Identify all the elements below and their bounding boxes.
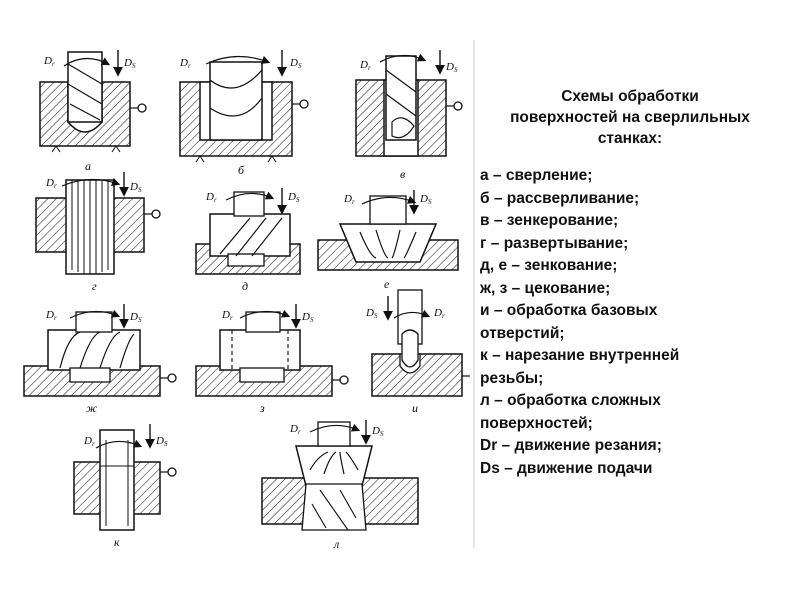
scheme-g-ds-label: DS (129, 181, 142, 194)
legend-item: в – зенкерование; (480, 212, 619, 229)
scheme-a-ds-label: DS (123, 57, 136, 70)
caption-d: д (242, 279, 248, 293)
scheme-k-ds-label: DS (155, 435, 168, 448)
scheme-i-base-holes (371, 289, 470, 397)
scheme-d-ds-label: DS (287, 191, 300, 204)
scheme-v-dr-label: Dr (359, 59, 371, 72)
legend-item: л – обработка сложных поверхностей; (480, 392, 661, 432)
scheme-e-dr-label: Dr (343, 193, 355, 206)
caption-b: б (238, 163, 245, 177)
scheme-k-threading (73, 424, 177, 531)
caption-v: в (400, 167, 405, 181)
scheme-l-dr-label: Dr (289, 423, 301, 436)
legend-item: к – нарезание внутренней резьбы; (480, 347, 680, 387)
caption-z: з (259, 401, 265, 415)
scheme-z-ds-label: DS (301, 311, 314, 324)
scheme-g-reaming (35, 172, 161, 275)
scheme-v-ds-label: DS (445, 61, 458, 74)
scheme-a-drilling (39, 50, 147, 153)
legend-item: Ds – движение подачи (480, 459, 653, 477)
caption-e: е (384, 277, 390, 291)
scheme-b-redrilling (179, 50, 309, 163)
caption-l: л (333, 537, 339, 551)
caption-a: а (85, 159, 91, 173)
scheme-zh-dr-label: Dr (45, 309, 57, 322)
legend-item: Dr – движение резания; (480, 437, 662, 454)
scheme-g-dr-label: Dr (45, 177, 57, 190)
legend-item: б – рассверливание; (480, 189, 640, 207)
caption-zh: ж (86, 401, 97, 415)
caption-g: г (92, 279, 97, 293)
scheme-d-dr-label: Dr (205, 191, 217, 204)
scheme-d-countersinking (195, 188, 301, 275)
scheme-zh-ds-label: DS (129, 311, 142, 324)
scheme-b-dr-label: Dr (179, 57, 191, 70)
scheme-v-core-drilling (355, 50, 463, 157)
scheme-zh-spot-facing (23, 304, 177, 397)
scheme-i-ds-label: DS (365, 307, 378, 320)
legend-panel: Схемы обработки поверхностей на сверлиль… (480, 86, 796, 480)
scheme-e-countersinking (317, 190, 459, 271)
legend-item: г – развертывание; (480, 234, 629, 252)
legend-list: а – сверление; б – рассверливание; в – зен… (480, 165, 796, 480)
scheme-b-ds-label: DS (289, 57, 302, 70)
legend-item: а – сверление; (480, 167, 593, 184)
scheme-e-ds-label: DS (419, 193, 432, 206)
legend-item: д, е – зенкование; (480, 257, 618, 274)
scheme-k-dr-label: Dr (83, 435, 95, 448)
scheme-z-dr-label: Dr (221, 309, 233, 322)
legend-item: ж, з – цекование; (480, 279, 611, 297)
caption-k: к (114, 535, 120, 549)
scheme-a-dr-label: Dr (43, 55, 55, 68)
legend-title: Схемы обработки поверхностей на сверлиль… (510, 88, 750, 147)
scheme-z-spot-facing (195, 304, 349, 397)
scheme-l-complex-surfaces (261, 420, 419, 531)
legend-item: и – обработка базовых отверстий; (480, 302, 658, 342)
scheme-l-ds-label: DS (371, 425, 384, 438)
scheme-i-dr-label: Dr (433, 307, 445, 320)
caption-i: и (412, 401, 418, 415)
